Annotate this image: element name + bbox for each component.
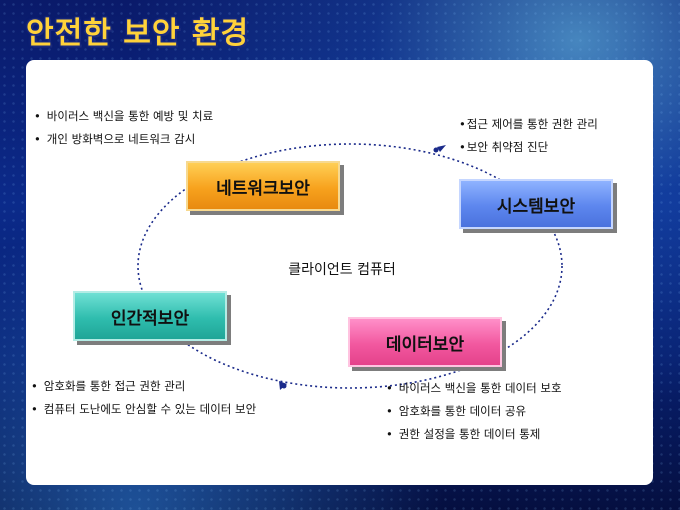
data-security-box: 데이터보안 xyxy=(348,317,502,367)
bullet-icon: • xyxy=(34,109,41,123)
bullet-icon: • xyxy=(459,140,466,154)
ring-dot xyxy=(281,383,287,389)
page-title: 안전한 보안 환경 xyxy=(26,16,250,51)
bullet-icon: • xyxy=(386,404,393,418)
system-security-box: 시스템보안 xyxy=(459,179,613,229)
bullet-icon: • xyxy=(31,402,38,416)
ring-dot xyxy=(433,147,439,153)
bullet-icon: • xyxy=(386,381,393,395)
system-bullets: •접근 제어를 통한 권한 관리 •보안 취약점 진단 xyxy=(459,114,598,160)
network-bullets: •바이러스 백신을 통한 예방 및 치료 •개인 방화벽으로 네트워크 감시 xyxy=(34,106,213,152)
network-security-box: 네트워크보안 xyxy=(186,161,340,211)
bullet-icon: • xyxy=(459,117,466,131)
arrowhead-top-right xyxy=(437,145,446,152)
list-item: •개인 방화벽으로 네트워크 감시 xyxy=(34,129,213,152)
list-item: •암호화를 통한 데이터 공유 xyxy=(386,401,562,424)
data-bullets: •바이러스 백신을 통한 데이터 보호 •암호화를 통한 데이터 공유 •권한 … xyxy=(386,378,562,447)
content-panel xyxy=(26,60,653,485)
center-client-computer-label: 클라이언트 컴퓨터 xyxy=(288,262,396,278)
dotted-cycle-path xyxy=(137,143,563,389)
bullet-icon: • xyxy=(34,132,41,146)
bullet-icon: • xyxy=(386,427,393,441)
list-item: •보안 취약점 진단 xyxy=(459,137,598,160)
human-bullets: •암호화를 통한 접근 권한 관리 •컴퓨터 도난에도 안심할 수 있는 데이터… xyxy=(31,376,256,422)
list-item: •권한 설정을 통한 데이터 통제 xyxy=(386,424,562,447)
list-item: •접근 제어를 통한 권한 관리 xyxy=(459,114,598,137)
bullet-icon: • xyxy=(31,379,38,393)
list-item: •바이러스 백신을 통한 데이터 보호 xyxy=(386,378,562,401)
list-item: •바이러스 백신을 통한 예방 및 치료 xyxy=(34,106,213,129)
human-security-box: 인간적보안 xyxy=(73,291,227,341)
list-item: •컴퓨터 도난에도 안심할 수 있는 데이터 보안 xyxy=(31,399,256,422)
list-item: •암호화를 통한 접근 권한 관리 xyxy=(31,376,256,399)
